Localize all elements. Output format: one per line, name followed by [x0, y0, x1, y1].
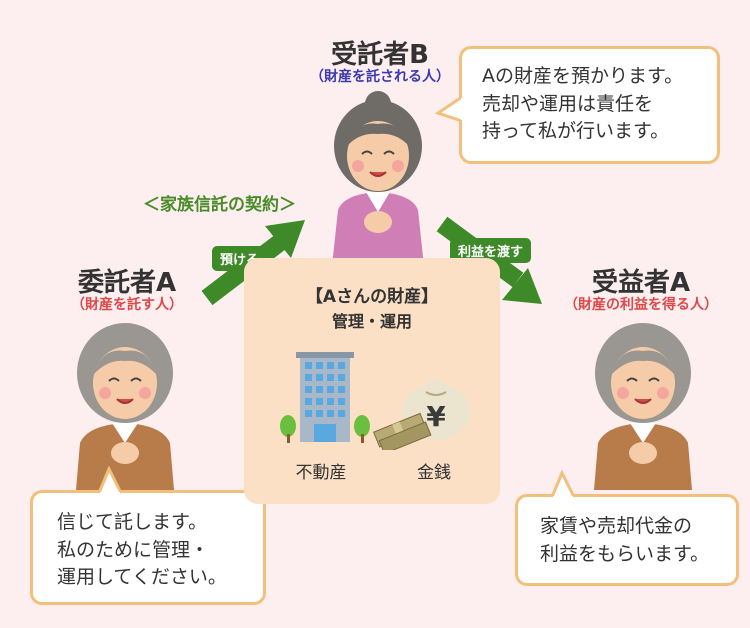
asset-item-label: 不動産 — [295, 463, 347, 483]
trustee-subtitle: （財産を託される人） — [310, 69, 450, 85]
settlor-subtitle: （財産を託す人） — [71, 297, 183, 313]
settlor-bubble-line: 信じて託します。 — [57, 511, 208, 533]
trustee-speech-bubble: Aの財産を預かります。 売却や運用は責任を 持って私が行います。 — [459, 46, 720, 164]
money-bag-icon: ¥ — [372, 380, 470, 450]
beneficiary-bubble-line: 利益をもらいます。 — [540, 542, 710, 565]
settlor-bubble-line: 運用してください。 — [57, 566, 227, 589]
beneficiary-bubble-tail — [550, 470, 576, 500]
asset-item-label: 金銭 — [417, 463, 451, 483]
asset-box-title: 【Aさんの財産】 — [305, 287, 439, 307]
settlor-title: 委託者A — [77, 268, 177, 298]
trustee-bubble-line: 持って私が行います。 — [482, 120, 670, 143]
beneficiary-figure — [594, 323, 692, 490]
trustee-bubble-line: 売却や運用は責任を — [482, 92, 654, 115]
beneficiary-bubble-line: 家賃や売却代金の — [540, 515, 693, 537]
beneficiary-speech-bubble: 家賃や売却代金の 利益をもらいます。 — [515, 494, 739, 586]
settlor-speech-bubble: 信じて託します。 私のために管理・ 運用してください。 — [30, 490, 266, 605]
asset-box: 【Aさんの財産】 管理・運用 ¥ 不動産 金銭 — [244, 258, 500, 504]
settlor-bubble-line: 私のために管理・ — [57, 538, 210, 561]
svg-text:¥: ¥ — [426, 400, 446, 433]
asset-box-subtitle: 管理・運用 — [331, 312, 412, 331]
trustee-bubble-tail — [435, 95, 465, 123]
building-icon — [280, 352, 370, 443]
trustee-bubble-line: Aの財産を預かります。 — [482, 65, 684, 87]
contract-label: ＜家族信託の契約＞ — [143, 195, 296, 215]
trustee-figure — [332, 91, 424, 266]
settlor-bubble-tail — [97, 466, 123, 496]
beneficiary-title: 受益者A — [591, 268, 691, 298]
trustee-title: 受託者B — [331, 40, 429, 70]
settlor-figure — [76, 323, 174, 490]
beneficiary-subtitle: （財産の利益を得る人） — [564, 297, 718, 313]
